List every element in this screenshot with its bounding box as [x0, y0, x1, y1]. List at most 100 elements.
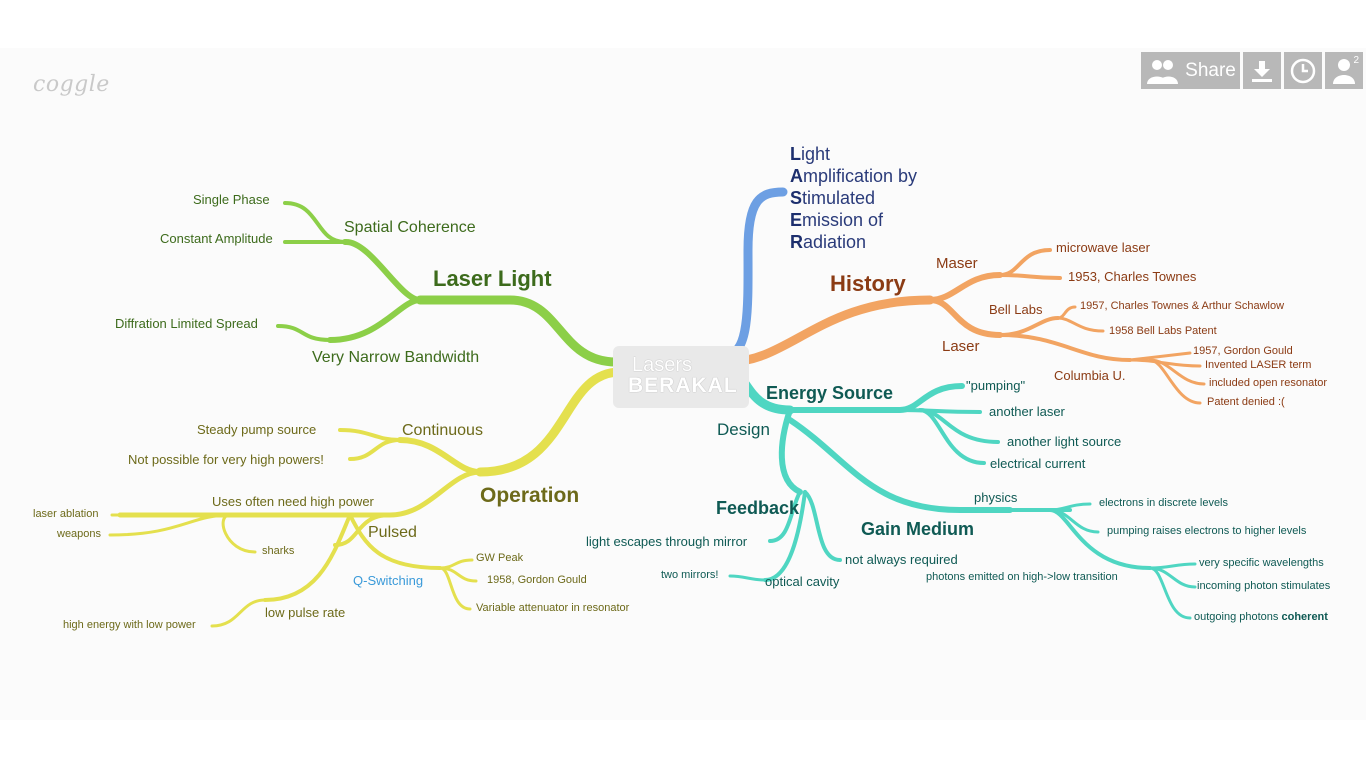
node-weapons[interactable]: weapons — [57, 528, 102, 540]
node-microwave-laser[interactable]: microwave laser — [1056, 240, 1150, 255]
branch-single-phase — [283, 201, 347, 244]
node-single-phase[interactable]: Single Phase — [193, 192, 270, 207]
branch-another-laser — [898, 408, 982, 414]
node-specific-wavelengths[interactable]: very specific wavelengths — [1199, 557, 1324, 569]
people-icon — [1147, 59, 1179, 84]
acronym-letter: A — [790, 166, 803, 186]
outgoing-photons-text: outgoing photons — [1194, 611, 1279, 623]
branch-high-energy — [210, 598, 267, 628]
node-columbia[interactable]: Columbia U. — [1054, 368, 1126, 383]
branch-outgoing-photons — [1148, 566, 1192, 620]
node-bell-labs[interactable]: Bell Labs — [989, 302, 1043, 317]
node-gould-1957[interactable]: 1957, Gordon Gould — [1193, 345, 1293, 357]
node-q-switching[interactable]: Q-Switching — [353, 573, 424, 588]
node-design[interactable]: Design — [717, 420, 770, 439]
branch-laser — [927, 297, 1003, 338]
node-not-always-required[interactable]: not always required — [845, 552, 958, 567]
central-node[interactable] — [613, 346, 749, 408]
share-button[interactable]: Share — [1141, 52, 1240, 89]
branch-bell-patent — [1056, 316, 1105, 333]
node-gw-peak[interactable]: GW Peak — [476, 552, 524, 564]
laser-light-branch — [276, 201, 621, 367]
branch-maser — [927, 272, 1003, 303]
node-townes-schawlow[interactable]: 1957, Charles Townes & Arthur Schawlow — [1080, 300, 1285, 312]
clock-icon — [1290, 58, 1316, 83]
node-gould-1958[interactable]: 1958, Gordon Gould — [487, 574, 587, 586]
acronym-word: timulated — [802, 188, 876, 208]
node-continuous[interactable]: Continuous — [402, 422, 483, 439]
branch-bell-labs — [998, 316, 1060, 337]
node-gain-medium[interactable]: Gain Medium — [861, 519, 975, 539]
history-button[interactable] — [1284, 52, 1322, 89]
branch-continuous — [397, 437, 483, 475]
acronym-line-e[interactable]: Emission of — [790, 211, 883, 229]
branch-electrical — [918, 408, 986, 465]
node-high-energy[interactable]: high energy with low power — [63, 619, 196, 631]
acronym-line-a[interactable]: Amplification by — [790, 167, 917, 185]
acronym-line-l[interactable]: Light — [790, 145, 830, 163]
node-history[interactable]: History — [830, 271, 906, 296]
download-button[interactable] — [1243, 52, 1281, 89]
branch-townes-schawlow — [1056, 305, 1077, 320]
design-branch — [723, 367, 1197, 620]
node-not-possible[interactable]: Not possible for very high powers! — [128, 452, 324, 467]
node-constant-amplitude[interactable]: Constant Amplitude — [160, 231, 273, 246]
node-diffraction[interactable]: Diffration Limited Spread — [115, 316, 258, 331]
branch-weapons — [108, 513, 232, 537]
node-maser[interactable]: Maser — [936, 255, 978, 272]
node-open-resonator[interactable]: included open resonator — [1209, 377, 1328, 389]
node-another-light-source[interactable]: another light source — [1007, 434, 1122, 449]
node-bell-patent[interactable]: 1958 Bell Labs Patent — [1109, 325, 1217, 337]
node-photons-emitted[interactable]: photons emitted on high->low transition — [926, 571, 1118, 583]
branch-two-mirrors — [728, 574, 767, 582]
node-steady-pump[interactable]: Steady pump source — [197, 422, 317, 437]
branch-variable-attenuator — [438, 566, 472, 611]
branch-operation — [475, 367, 625, 477]
node-patent-denied[interactable]: Patent denied :( — [1207, 396, 1285, 408]
node-light-escapes[interactable]: light escapes through mirror — [586, 534, 748, 549]
acronym-word: mplification by — [803, 166, 918, 186]
node-feedback[interactable]: Feedback — [716, 498, 800, 518]
node-discrete-levels[interactable]: electrons in discrete levels — [1099, 497, 1229, 509]
branch-sharks — [221, 513, 257, 554]
branch-uses-high-power — [117, 469, 483, 518]
node-uses-high-power[interactable]: Uses often need high power — [212, 494, 374, 509]
branch-townes-1953 — [998, 273, 1062, 280]
node-townes-1953[interactable]: 1953, Charles Townes — [1068, 269, 1197, 284]
toolbar: Share 2 — [1141, 52, 1363, 89]
node-physics[interactable]: physics — [974, 490, 1018, 505]
node-laser-light[interactable]: Laser Light — [433, 266, 552, 291]
collaborators-button[interactable]: 2 — [1325, 52, 1363, 89]
node-incoming-photon[interactable]: incoming photon stimulates — [1197, 580, 1331, 592]
acronym-word: ight — [801, 144, 831, 164]
node-optical-cavity[interactable]: optical cavity — [765, 574, 840, 589]
node-another-laser[interactable]: another laser — [989, 404, 1065, 419]
node-very-narrow-bandwidth[interactable]: Very Narrow Bandwidth — [312, 349, 480, 366]
acronym-branch — [723, 187, 788, 359]
collaborator-count: 2 — [1353, 55, 1359, 66]
node-pumping-raises[interactable]: pumping raises electrons to higher level… — [1107, 525, 1307, 537]
node-outgoing-photons[interactable]: outgoing photons coherent — [1194, 612, 1328, 623]
node-laser-ablation[interactable]: laser ablation — [33, 508, 99, 520]
node-invented-term[interactable]: Invented LASER term — [1205, 359, 1312, 371]
node-pumping[interactable]: "pumping" — [966, 378, 1026, 393]
node-laser[interactable]: Laser — [942, 338, 980, 355]
node-energy-source[interactable]: Energy Source — [766, 383, 894, 403]
coggle-logo[interactable]: coggle — [33, 72, 110, 97]
node-spatial-coherence[interactable]: Spatial Coherence — [344, 219, 476, 236]
acronym-line-r[interactable]: Radiation — [790, 233, 866, 251]
node-low-pulse-rate[interactable]: low pulse rate — [265, 605, 346, 620]
acronym-line-s[interactable]: Stimulated — [790, 189, 875, 207]
node-variable-attenuator[interactable]: Variable attenuator in resonator — [476, 602, 630, 614]
node-electrical-current[interactable]: electrical current — [990, 456, 1086, 471]
share-label: Share — [1185, 59, 1236, 81]
acronym-letter: R — [790, 232, 803, 252]
node-operation[interactable]: Operation — [480, 484, 580, 507]
branch-optical-cavity — [763, 490, 807, 582]
node-sharks[interactable]: sharks — [262, 545, 295, 557]
acronym-letter: S — [790, 188, 803, 208]
node-pulsed[interactable]: Pulsed — [368, 524, 417, 541]
node-two-mirrors[interactable]: two mirrors! — [661, 569, 719, 581]
branch-history — [723, 295, 935, 367]
